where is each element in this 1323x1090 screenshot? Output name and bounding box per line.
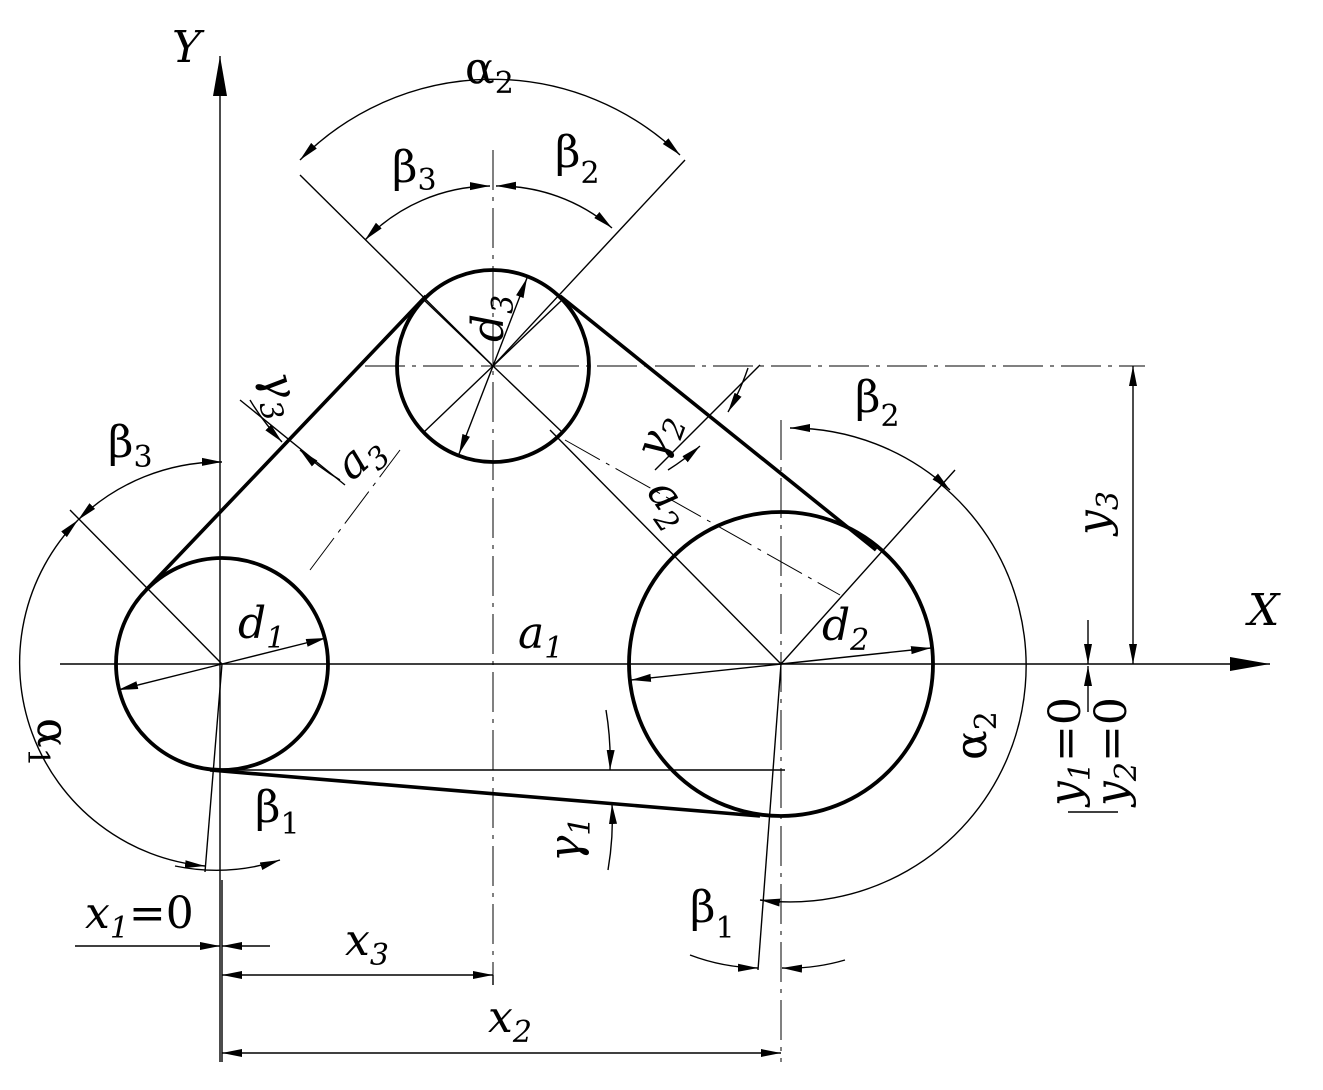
- y-axis-label: Y: [172, 22, 205, 73]
- angle-arcs: [18, 78, 1027, 973]
- beta3-top-label: β3: [392, 142, 437, 198]
- y2-label: y2=0: [1086, 697, 1144, 808]
- x1-label: x1=0: [85, 888, 194, 946]
- labels: X Y α2 β3 β2 β2 β3 β1 β1 α1 α2 γ1 γ2 γ3 …: [20, 22, 1281, 1050]
- beta1-right-label: β1: [690, 882, 735, 946]
- d3-label: d3: [463, 295, 521, 342]
- pulley-3: [395, 268, 591, 464]
- alpha2-right-label: α2: [946, 711, 1004, 760]
- linear-dimensions: [75, 366, 1137, 1062]
- beta2-right-label: β2: [855, 372, 900, 434]
- x2-label: x2: [488, 992, 532, 1050]
- y3-label: y3: [1068, 491, 1126, 537]
- d1-label: d1: [238, 598, 285, 656]
- center-lines: [85, 150, 1145, 1062]
- x-axis-label: X: [1245, 585, 1281, 636]
- a2-label: a2: [631, 469, 705, 539]
- alpha2-top-label: α2: [465, 43, 514, 101]
- construction-lines: [69, 159, 956, 971]
- pulley-2: [627, 510, 935, 818]
- a1-label: a1: [518, 608, 563, 666]
- y1-label: y1=0: [1040, 697, 1098, 808]
- beta1-left-label: β1: [255, 782, 300, 842]
- x3-label: x3: [345, 915, 389, 973]
- diameter-leaders: [117, 277, 932, 691]
- gamma3-label: γ3: [245, 366, 313, 425]
- alpha1-label: α1: [20, 718, 78, 767]
- d2-label: d2: [822, 600, 869, 658]
- belt: [144, 294, 878, 818]
- a3-label: a3: [325, 422, 397, 495]
- beta3-left-label: β3: [108, 417, 153, 475]
- beta2-top-label: β2: [555, 127, 600, 191]
- gamma1-label: γ1: [540, 817, 598, 862]
